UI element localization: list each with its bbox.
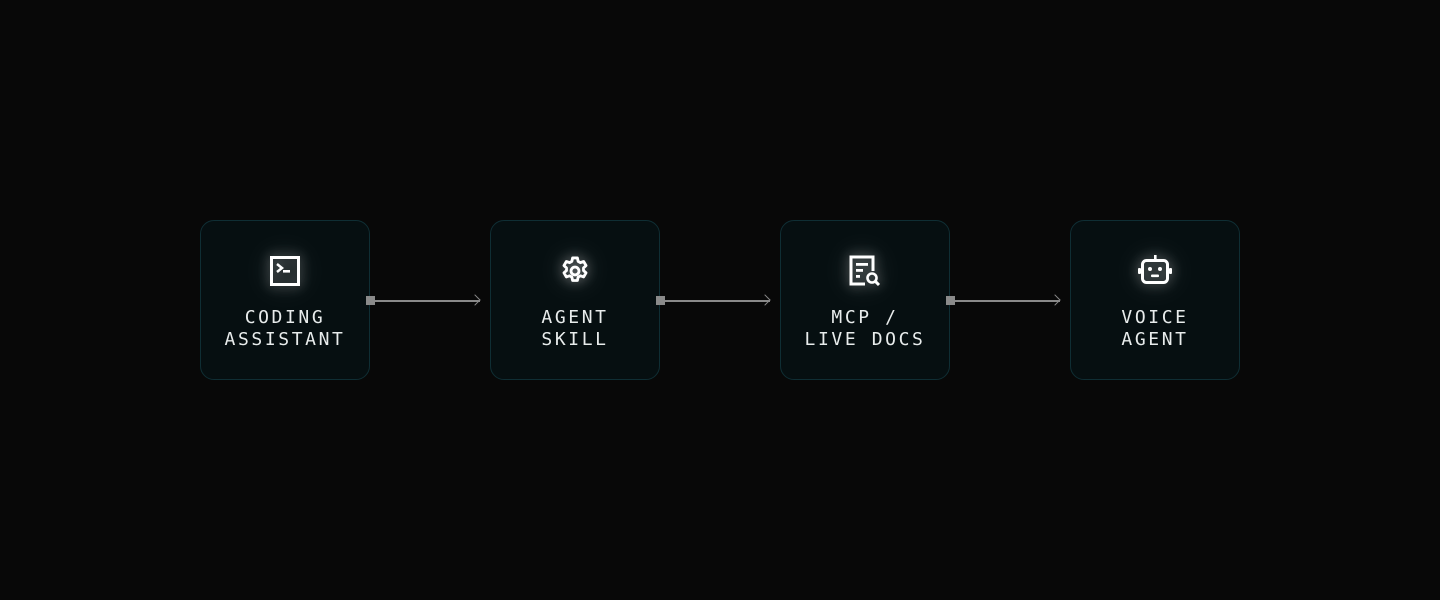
- connector-line: [954, 300, 1060, 302]
- node-label: VOICE AGENT: [1121, 307, 1189, 350]
- document-search-icon: [847, 253, 883, 289]
- gear-icon: [557, 253, 593, 289]
- connector-line: [374, 300, 480, 302]
- connector-port: [946, 296, 955, 305]
- node-mcp-live-docs: MCP / LIVE DOCS: [780, 220, 950, 380]
- connector-arrow: [366, 294, 482, 306]
- connector-port: [366, 296, 375, 305]
- connector-arrow: [946, 294, 1062, 306]
- terminal-icon: [267, 253, 303, 289]
- node-agent-skill: AGENT SKILL: [490, 220, 660, 380]
- node-voice-agent: VOICE AGENT: [1070, 220, 1240, 380]
- node-label: MCP / LIVE DOCS: [804, 307, 926, 350]
- arrow-head-icon: [1049, 294, 1061, 306]
- robot-icon: [1137, 253, 1173, 289]
- connector-arrow: [656, 294, 772, 306]
- connector-port: [656, 296, 665, 305]
- arrow-head-icon: [469, 294, 481, 306]
- arrow-head-icon: [759, 294, 771, 306]
- node-coding-assistant: CODING ASSISTANT: [200, 220, 370, 380]
- node-label: CODING ASSISTANT: [224, 307, 346, 350]
- node-label: AGENT SKILL: [541, 307, 609, 350]
- connector-line: [664, 300, 770, 302]
